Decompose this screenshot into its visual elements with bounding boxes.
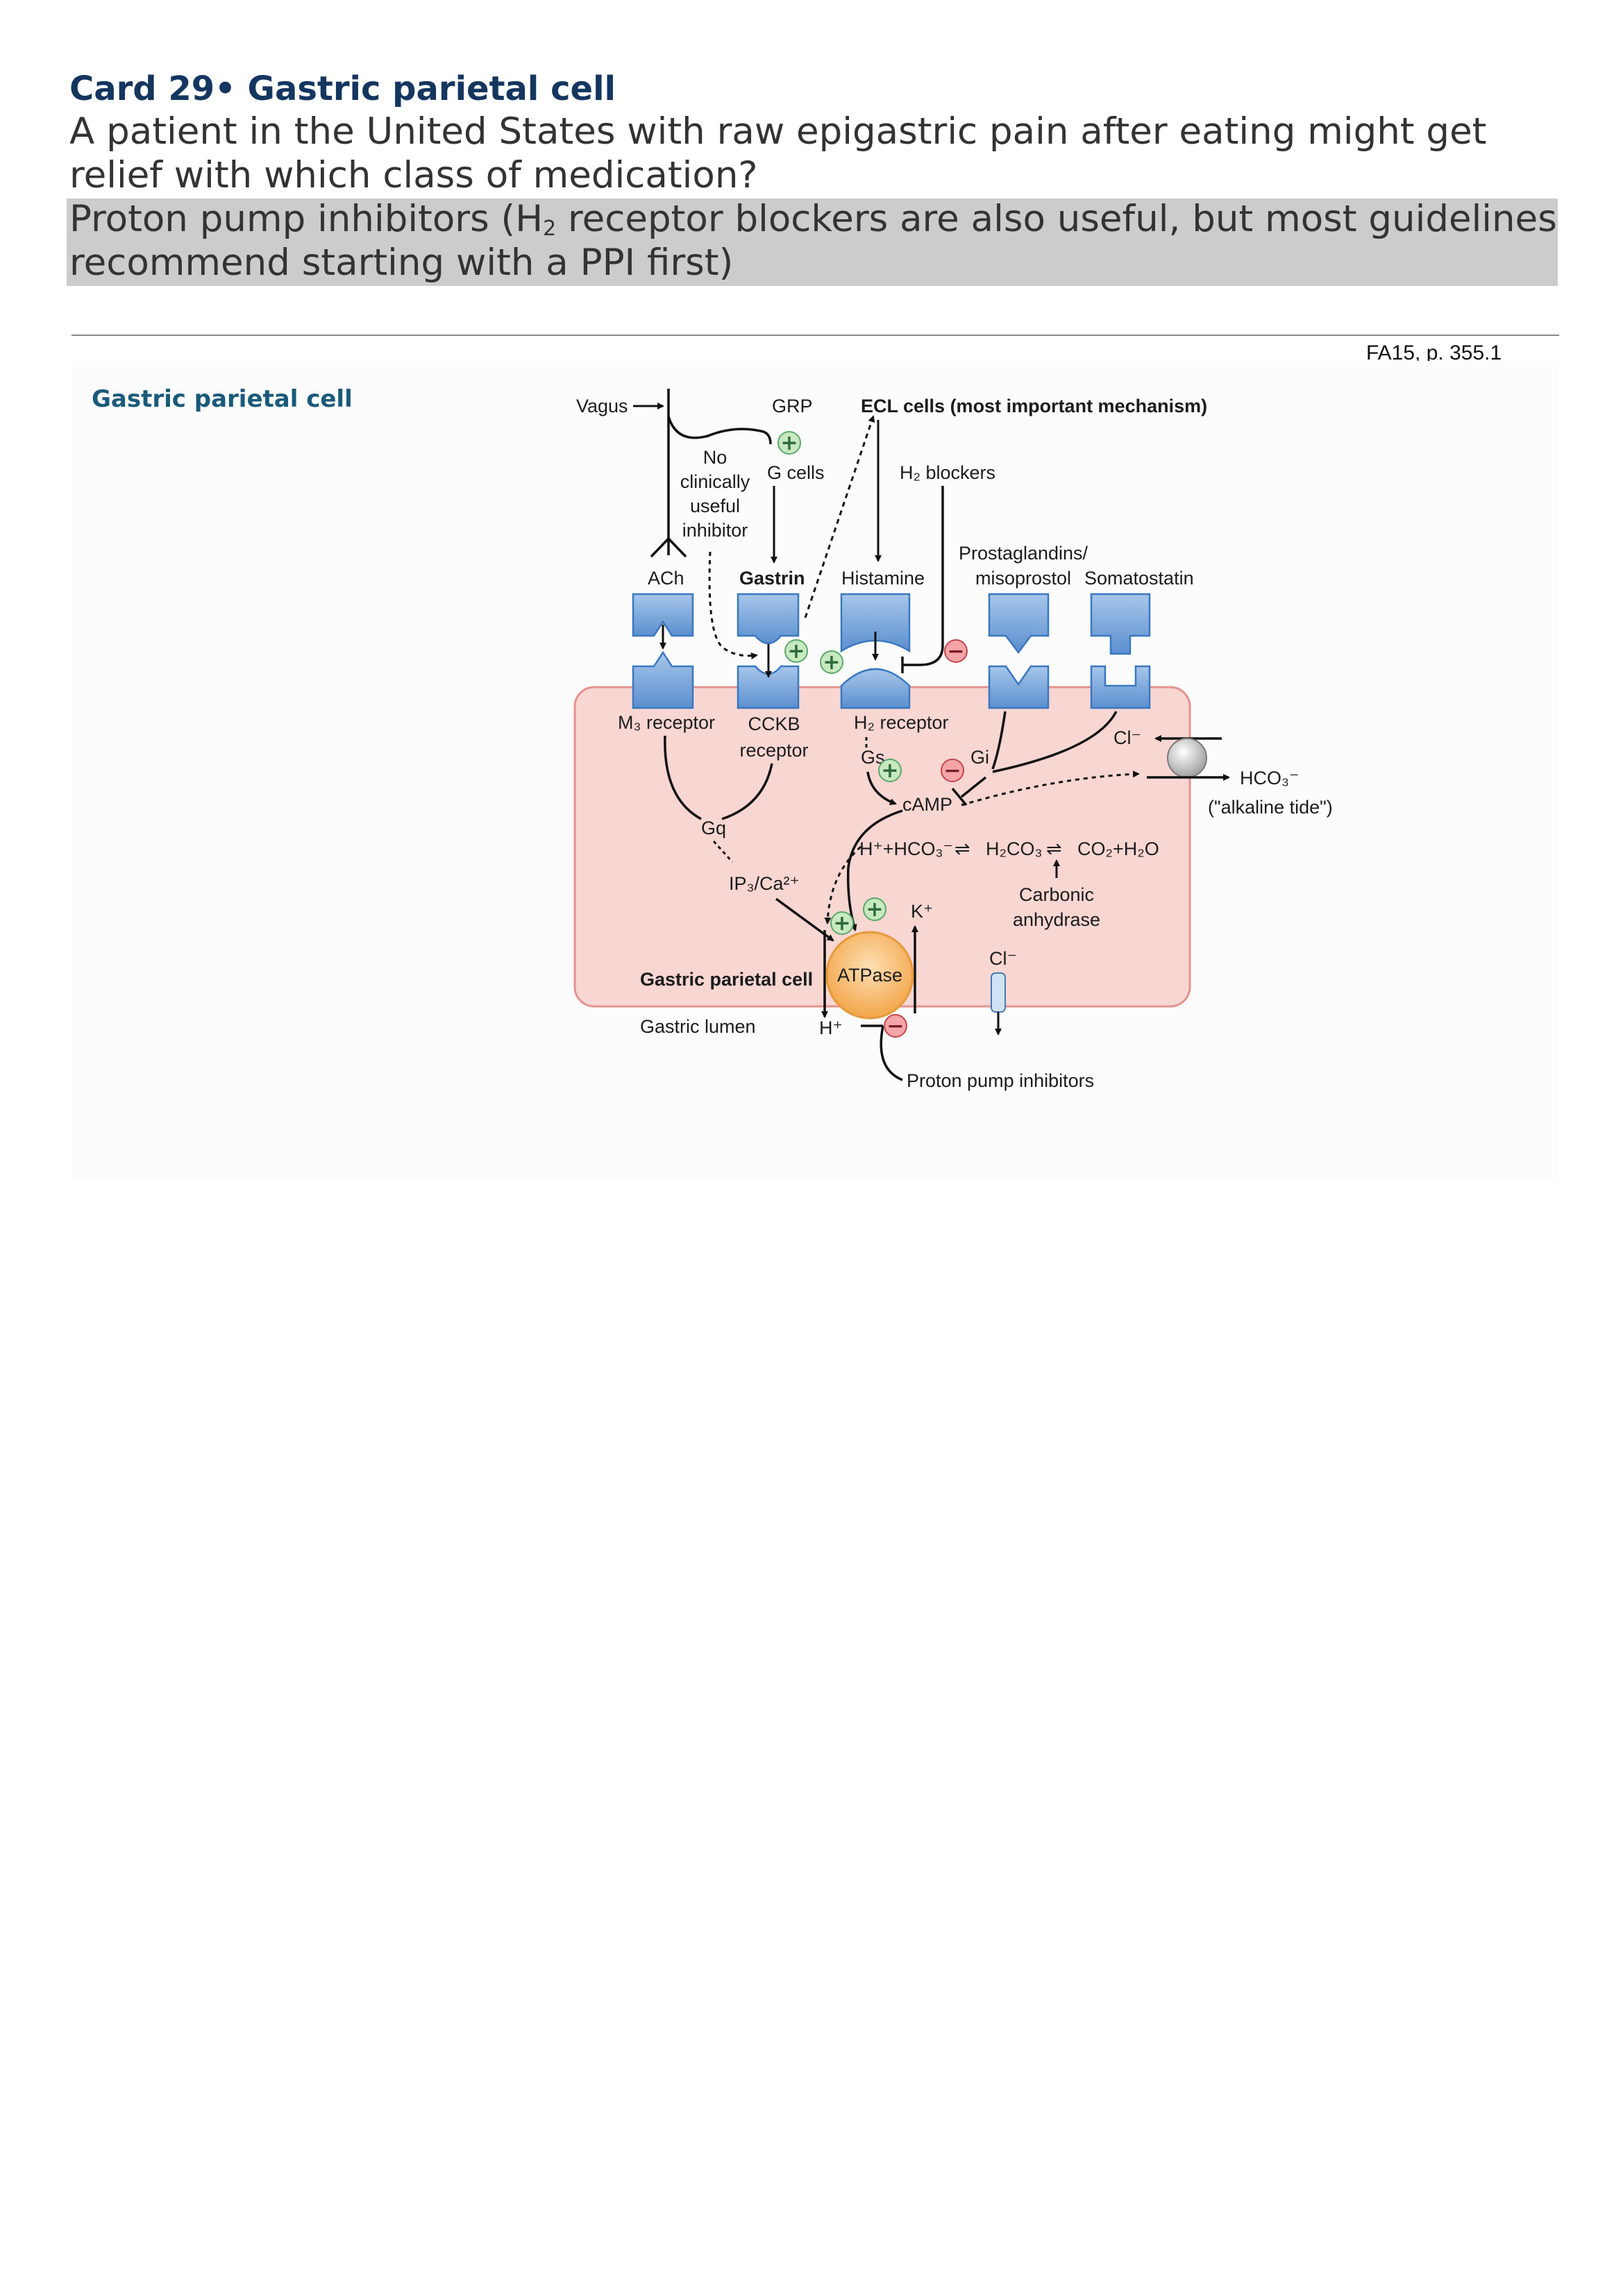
prostaglandins-label-1: Prostaglandins/ [959, 543, 1088, 564]
svg-text:+: + [780, 431, 798, 455]
hco3-dashed-arrow [961, 770, 1140, 807]
stimulate-grp-icon: + [777, 431, 801, 455]
svg-text:−: − [947, 639, 964, 664]
parietal-cell-diagram: Gastric parietal cell Vagus GRP ECL cell… [92, 385, 1333, 1091]
prostaglandin-receptor-pair [988, 593, 1050, 709]
cckb-label-2: receptor [739, 740, 808, 761]
eq-arrow-1: ⇌ [955, 838, 970, 859]
vagus-terminal [650, 537, 687, 558]
somatostatin-label: Somatostatin [1084, 568, 1194, 589]
answer-suffix: receptor blockers are also useful, but m… [69, 198, 1557, 284]
inhibit-ppi-icon: − [884, 1014, 907, 1038]
proton-label: H⁺ [819, 1018, 843, 1038]
stimulate-atpase-left-icon: + [830, 911, 854, 936]
stimulate-gastrin-icon: + [784, 639, 808, 664]
no-inhibitor-line-4: inhibitor [682, 520, 748, 541]
m3-to-gq-path [664, 735, 702, 820]
vagus-branch [667, 416, 772, 445]
svg-text:−: − [886, 1014, 904, 1038]
gi-label: Gi [970, 747, 989, 768]
ip3-label: IP₃/Ca²⁺ [729, 873, 800, 894]
svg-text:+: + [823, 650, 840, 675]
answer-subscript: 2 [543, 217, 557, 241]
eq-arrow-2: ⇌ [1046, 838, 1062, 859]
camp-to-atpase-path [846, 809, 903, 931]
no-inhibitor-dashed-arrow [708, 551, 758, 660]
histamine-receptor-pair [840, 593, 911, 709]
h2-receptor-label: H₂ receptor [854, 712, 949, 733]
ppi-inhibition-line [861, 1024, 903, 1081]
exchanger-icon [1167, 738, 1207, 778]
card-answer: Proton pump inhibitors (H2 receptor bloc… [69, 197, 1562, 285]
atpase-label: ATPase [837, 965, 902, 986]
answer-prefix: Proton pump inhibitors (H [69, 198, 544, 240]
ppi-label: Proton pump inhibitors [907, 1070, 1094, 1091]
ach-receptor-pair [632, 593, 694, 709]
histamine-label: Histamine [841, 568, 925, 589]
ecl-label: ECL cells (most important mechanism) [861, 396, 1207, 416]
carbonic-anhydrase-label-2: anhydrase [1013, 909, 1100, 930]
parietal-cell-label: Gastric parietal cell [640, 969, 813, 990]
divider [72, 335, 1559, 336]
grp-label: GRP [772, 396, 813, 416]
gastrin-label: Gastrin [739, 568, 805, 589]
cckb-label-1: CCKB [748, 714, 800, 734]
stimulate-gs-icon: + [878, 759, 902, 783]
ach-label: ACh [648, 568, 684, 589]
card-title: Card 29• Gastric parietal cell [69, 69, 616, 108]
answer-highlight [67, 199, 1558, 286]
vagus-label: Vagus [576, 396, 628, 416]
somatostatin-to-gi-path [992, 711, 1118, 773]
gi-inhibits-camp-line [951, 776, 987, 807]
g-cells-label: G cells [767, 462, 825, 483]
svg-text:+: + [833, 911, 850, 936]
chloride-top-label: Cl⁻ [1113, 727, 1141, 748]
gq-label: Gq [701, 818, 726, 838]
figure-heading: Gastric parietal cell [92, 385, 353, 413]
reaction-right: CO₂+H₂O [1077, 838, 1159, 859]
svg-text:+: + [881, 759, 898, 783]
svg-text:+: + [787, 639, 805, 664]
no-inhibitor-label: No clinically useful inhibitor [680, 447, 750, 541]
gq-dashed [712, 840, 734, 863]
no-inhibitor-line-1: No [703, 447, 728, 468]
no-inhibitor-line-3: useful [690, 496, 740, 516]
chloride-channel-icon [991, 972, 1006, 1013]
inhibit-h2-icon: − [944, 639, 968, 664]
prostaglandin-to-gi-path [991, 711, 1007, 770]
gs-to-camp-arrow [866, 771, 897, 805]
carbonic-anhydrase-label-1: Carbonic [1019, 884, 1094, 905]
svg-text:+: + [866, 897, 883, 922]
no-inhibitor-line-2: clinically [680, 471, 750, 492]
inhibit-gi-icon: − [941, 759, 964, 783]
h2-blocker-inhibition-line [901, 486, 944, 673]
alkaline-tide-label: ("alkaline tide") [1208, 797, 1333, 818]
potassium-label: K⁺ [911, 901, 933, 922]
m3-receptor-label: M₃ receptor [618, 712, 715, 733]
cckb-to-gq-path [721, 763, 773, 820]
camp-label: cAMP [902, 794, 952, 815]
h2-blockers-label: H₂ blockers [900, 462, 995, 483]
hco3-label: HCO₃⁻ [1240, 768, 1299, 788]
stimulate-histamine-icon: + [820, 650, 843, 675]
source-reference: FA15, p. 355.1 [1366, 341, 1502, 364]
atpase-pump [825, 931, 914, 1020]
gastrin-receptor-pair [737, 593, 800, 709]
reaction-left: H⁺+HCO₃⁻ [859, 838, 953, 859]
chloride-bottom-label: Cl⁻ [989, 948, 1017, 969]
h-dashed-arrow [824, 845, 861, 925]
card-question: A patient in the United States with raw … [69, 110, 1487, 196]
gastric-lumen-label: Gastric lumen [640, 1016, 756, 1037]
stimulate-atpase-right-icon: + [863, 897, 886, 922]
somatostatin-receptor-pair [1090, 593, 1151, 709]
reaction-middle: H₂CO₃ [986, 838, 1042, 859]
prostaglandins-label-2: misoprostol [975, 568, 1071, 589]
svg-text:−: − [943, 759, 961, 783]
